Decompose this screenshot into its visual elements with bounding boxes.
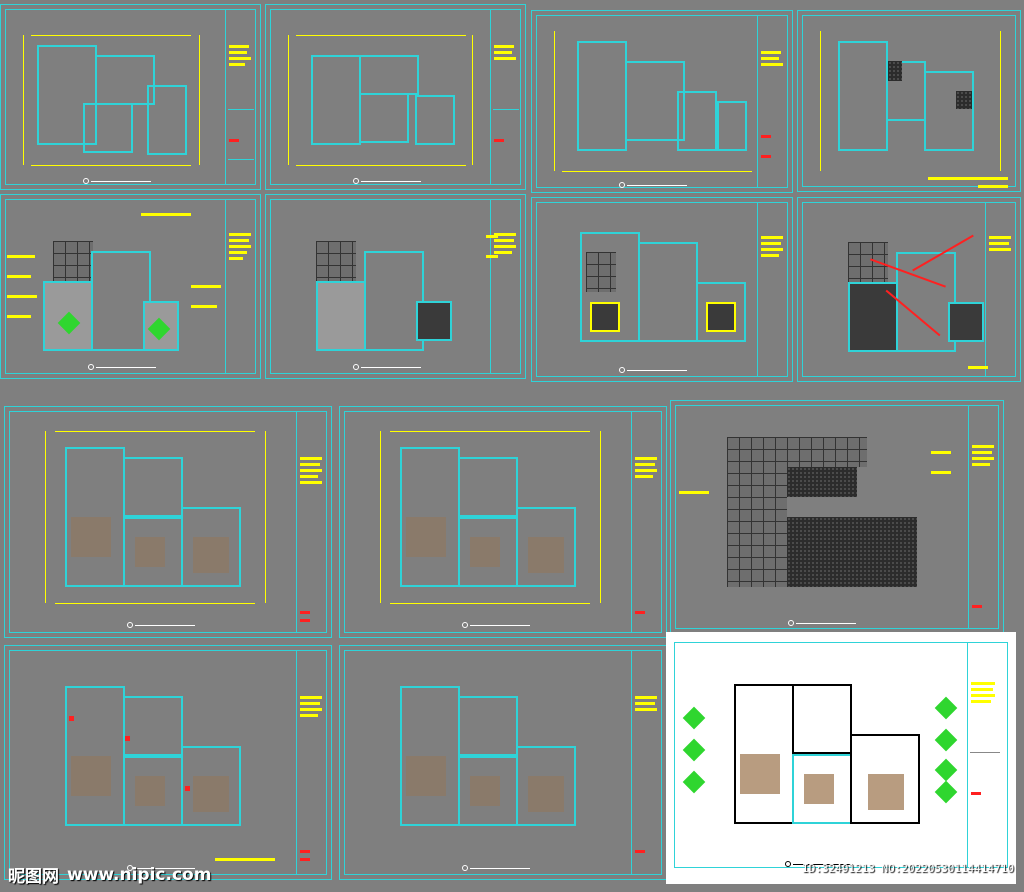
sheet-frame (536, 15, 788, 188)
sheet-frame (9, 411, 327, 633)
ceiling-plan-drawing (580, 222, 750, 352)
ceiling-plan-drawing (848, 222, 988, 352)
sheet-ceiling-plan-lighting[interactable] (531, 197, 793, 382)
sheet-frame (9, 650, 327, 875)
sheet-layout-highlighted[interactable] (666, 632, 1016, 884)
sheet-floor-plan-demolition[interactable] (265, 4, 526, 190)
sheet-frame (802, 15, 1016, 187)
title-block (225, 9, 256, 185)
sheet-frame (5, 9, 256, 185)
socket-plan-drawing (65, 676, 245, 826)
sheet-frame (270, 9, 521, 185)
ceiling-plan-drawing (43, 221, 183, 351)
sheet-floor-tile-plan[interactable] (670, 400, 1004, 634)
furniture-plan-drawing (734, 674, 924, 824)
furniture-plan-drawing (400, 437, 580, 587)
site-name: 昵图网 (8, 867, 59, 887)
title-block (968, 405, 999, 629)
sheet-socket-plan[interactable] (4, 645, 332, 880)
sheet-floor-plan-original[interactable] (0, 4, 261, 190)
furniture-plan-drawing (65, 437, 245, 587)
sheet-frame (802, 202, 1016, 377)
title-block (967, 642, 1002, 868)
tile-plan-drawing (727, 437, 927, 587)
sheet-frame (675, 405, 999, 629)
sheet-floor-plan-new-walls[interactable] (531, 10, 793, 193)
sheet-frame (270, 199, 521, 374)
floor-plan-drawing (577, 41, 747, 161)
sheet-frame (344, 650, 662, 875)
floor-plan-drawing (311, 45, 461, 155)
site-watermark: 昵图网 www.nipic.com (8, 862, 212, 888)
furniture-plan-drawing (400, 676, 580, 826)
title-block (757, 15, 788, 188)
image-id-label: ID:32491213 NO:20220530114414710 (802, 862, 1014, 875)
title-block (296, 411, 327, 633)
ceiling-plan-drawing (316, 221, 456, 351)
sheet-ceiling-plan-detailed[interactable] (0, 194, 261, 379)
sheet-ceiling-plan-circuit[interactable] (797, 197, 1021, 382)
title-block (225, 199, 256, 374)
sheet-frame (344, 411, 662, 633)
floor-plan-drawing (838, 41, 978, 151)
sheet-furniture-plan-b[interactable] (339, 406, 667, 638)
title-block (631, 650, 662, 875)
sheet-frame (5, 199, 256, 374)
sheet-ceiling-plan[interactable] (265, 194, 526, 379)
sheet-frame (674, 642, 1008, 868)
sheet-floor-plan-wall-detail[interactable] (797, 10, 1021, 192)
title-block (490, 199, 521, 374)
sheet-furniture-plan-a[interactable] (4, 406, 332, 638)
floor-plan-drawing (37, 45, 187, 155)
title-block (631, 411, 662, 633)
sheet-furniture-plan-c[interactable] (339, 645, 667, 880)
title-block (985, 202, 1016, 377)
title-block (296, 650, 327, 875)
title-block (490, 9, 521, 185)
title-block (757, 202, 788, 377)
sheet-frame (536, 202, 788, 377)
site-url: www.nipic.com (67, 864, 212, 885)
